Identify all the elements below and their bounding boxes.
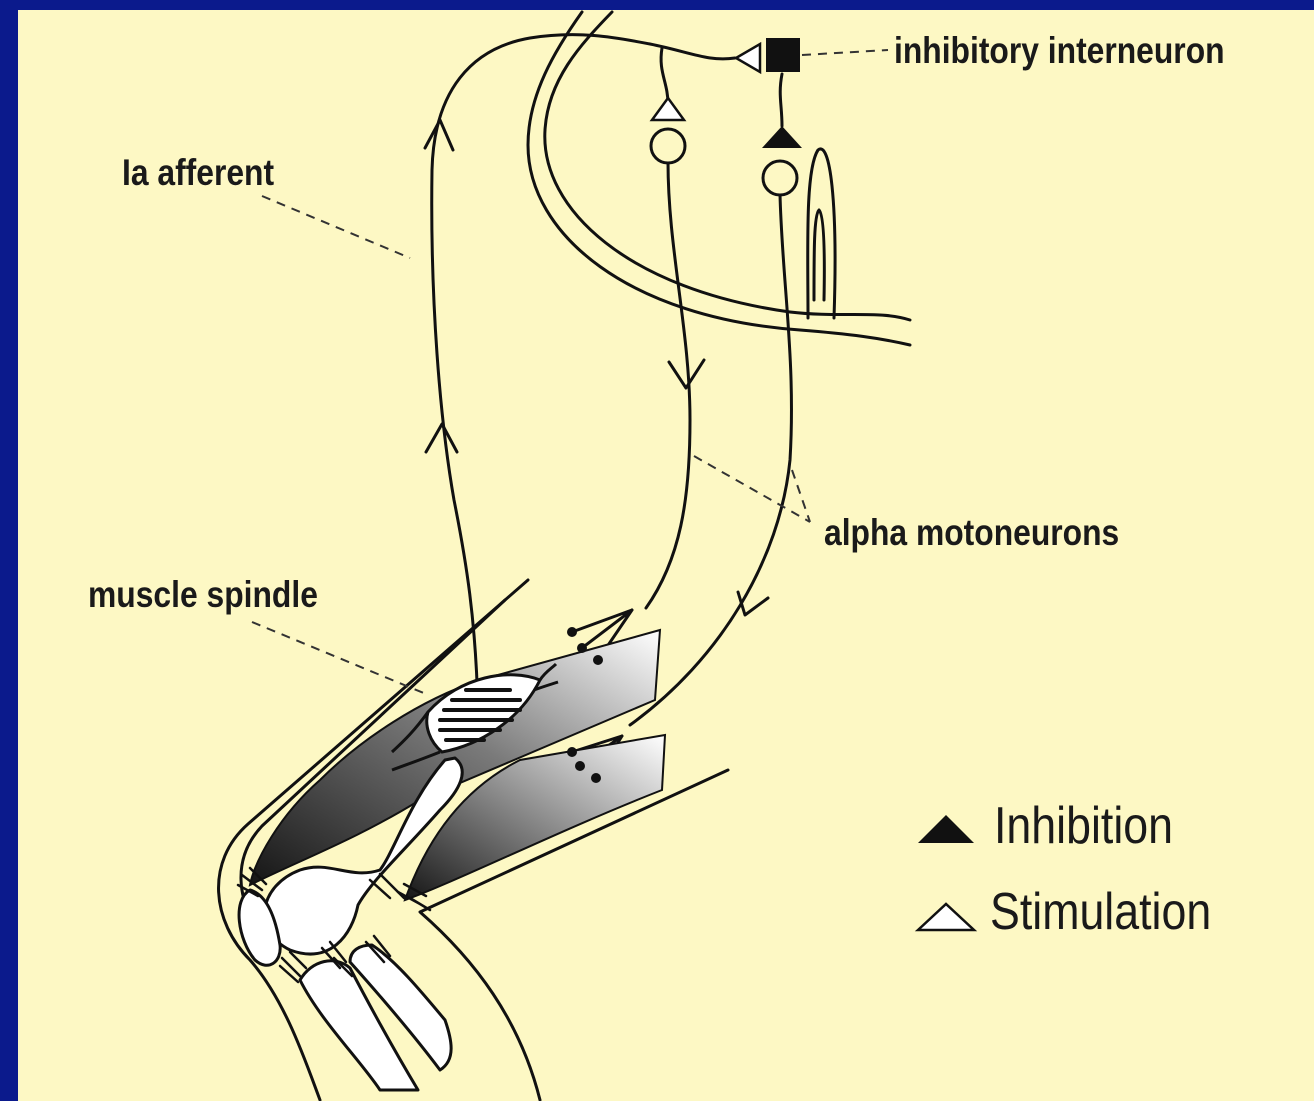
muscle-spindle-label: muscle spindle: [88, 574, 318, 616]
leader-line-spindle: [252, 622, 426, 694]
ia-afferent-label: Ia afferent: [122, 152, 274, 194]
inhibitory-interneuron-soma: [766, 38, 800, 72]
interneuron-axon: [780, 74, 782, 126]
alpha-motoneuron-soma-2: [763, 161, 797, 195]
spinal-cord-outline-inner: [528, 12, 910, 345]
afferent-branch: [661, 48, 668, 104]
efferent-arrow-down: [738, 592, 768, 615]
inhibition-synapse-icon: [762, 126, 802, 148]
afferent-arrow-up: [425, 120, 453, 150]
stimulation-synapse-icon: [652, 98, 684, 120]
inhibition-legend-icon: [918, 815, 974, 843]
leader-line-interneuron: [802, 50, 888, 55]
ventral-root-loop: [808, 149, 835, 318]
alpha-motoneurons-label: alpha motoneurons: [824, 512, 1119, 554]
alpha-motoneuron-soma-1: [651, 129, 685, 163]
inhibitory-interneuron-label: inhibitory interneuron: [894, 30, 1225, 72]
inhibition-legend-label: Inhibition: [994, 796, 1173, 856]
leader-line-motoneurons: [694, 456, 810, 522]
leader-line-afferent: [262, 196, 410, 258]
stimulation-synapse-icon: [736, 44, 760, 72]
afferent-arrow-up: [426, 424, 457, 452]
ventral-root-loop-inner: [814, 210, 824, 300]
stimulation-legend-label: Stimulation: [990, 882, 1211, 942]
diagram-panel: inhibitory interneuron Ia afferent alpha…: [18, 10, 1314, 1101]
stimulation-legend-icon: [918, 904, 974, 930]
